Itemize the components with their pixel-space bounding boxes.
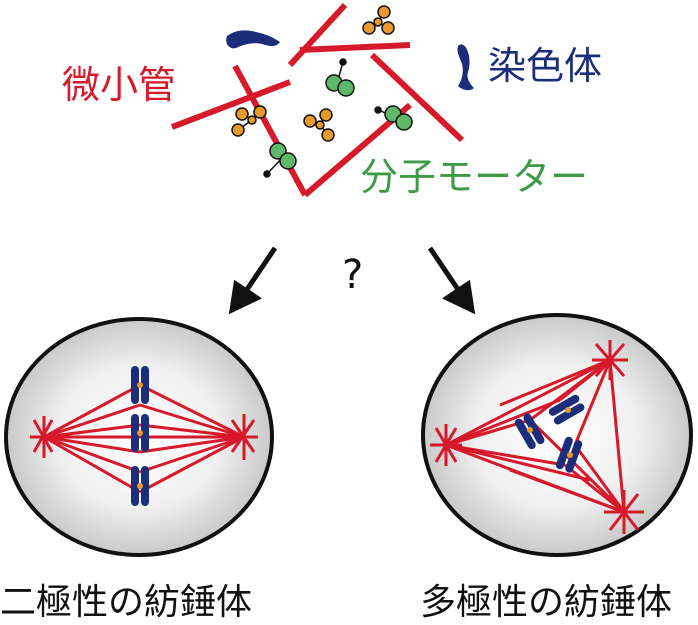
arrow-left-icon	[243, 246, 278, 293]
chromosome-label: 染色体	[488, 44, 603, 88]
arrows	[228, 246, 476, 315]
arrow-right-head-icon	[441, 279, 476, 315]
multipolar-spindle	[421, 313, 693, 557]
bipolar-spindle	[4, 317, 274, 557]
microtubule-label: 微小管	[62, 63, 177, 107]
arrow-left-head-icon	[228, 279, 263, 315]
arrow-right-icon	[427, 246, 462, 293]
chromosome-legend-icon	[457, 44, 474, 91]
multipolar-chromosomes	[514, 394, 585, 473]
chromosome-icon-top	[226, 30, 280, 49]
metaphase-chromosomes	[131, 366, 149, 506]
bipolar-spindle-label: 二極性の紡錘体	[0, 582, 253, 623]
motor-label: 分子モーター	[360, 155, 589, 199]
free-microtubules	[170, 2, 465, 198]
motor-green-cluster	[263, 58, 413, 178]
question-mark: ?	[342, 252, 364, 298]
motor-orange-cluster	[231, 5, 395, 142]
multipolar-spindle-label: 多極性の紡錘体	[420, 582, 673, 623]
